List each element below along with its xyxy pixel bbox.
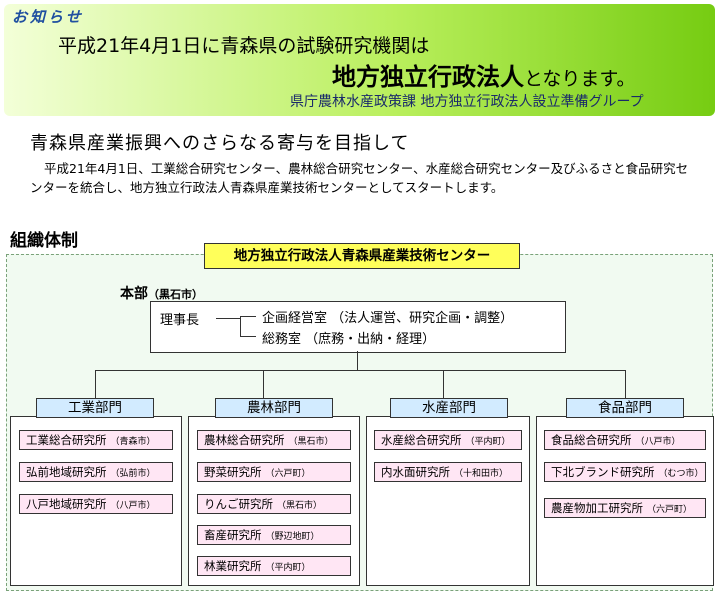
division-label-fisheries: 水産部門 (390, 398, 508, 418)
institute-item: 八戸地域研究所（八戸市） (19, 494, 173, 514)
headline-tail: となります。 (524, 68, 636, 90)
intro-paragraph: 平成21年4月1日、工業総合研究センター、農林総合研究センター、水産総合研究セン… (30, 161, 689, 195)
connector-fisheries (443, 370, 444, 398)
institute-item: 農産物加工研究所（六戸町） (544, 498, 706, 518)
hq-location: （黒石市） (148, 288, 203, 301)
headline-main: 地方独立行政法人 (332, 63, 524, 91)
division-label-food: 食品部門 (566, 398, 684, 418)
office-planning: 企画経営室 （法人運営、研究企画・調整） (262, 311, 514, 326)
hq-name: 本部 (120, 286, 148, 302)
connector-agriculture (263, 370, 264, 398)
connector-food (625, 370, 626, 398)
institute-item: 農林総合研究所（黒石市） (197, 430, 351, 450)
hq-box (150, 301, 566, 353)
section-title: 組織体制 (10, 231, 78, 251)
institute-item: 畜産研究所（野辺地町） (197, 525, 351, 545)
chairman-connector (216, 318, 240, 319)
center-name-label: 地方独立行政法人青森県産業技術センター (204, 243, 520, 269)
connector-industry (95, 370, 96, 398)
hq-down-connector (357, 351, 358, 370)
division-bus-line (95, 370, 625, 371)
institute-item: りんご研究所（黒石市） (197, 494, 351, 514)
hq-label: 本部（黒石市） (120, 283, 203, 303)
institute-item: 工業総合研究所（青森市） (19, 430, 173, 450)
notice-label: お知らせ (12, 8, 84, 26)
institute-item: 水産総合研究所（平内町） (374, 430, 522, 450)
headline-line2: 地方独立行政法人となります。 (332, 57, 636, 92)
institute-item: 食品総合研究所（八戸市） (544, 430, 706, 450)
institute-item: 弘前地域研究所（弘前市） (19, 462, 173, 482)
division-label-industry: 工業部門 (36, 398, 154, 418)
institute-item: 内水面研究所（十和田市） (374, 462, 522, 482)
institute-item: 野菜研究所（六戸町） (197, 462, 351, 482)
headline-line1: 平成21年4月1日に青森県の試験研究機関は (58, 35, 430, 57)
notice-banner (4, 4, 715, 116)
chairman-label: 理事長 (160, 313, 200, 328)
office-bracket-top (240, 316, 256, 317)
intro-subtitle: 青森県産業振興へのさらなる寄与を目指して (30, 133, 410, 154)
office-bracket-bottom (240, 336, 256, 337)
department-label: 県庁農林水産政策課 地方独立行政法人設立準備グループ (290, 94, 644, 110)
institute-item: 下北ブランド研究所（むつ市） (544, 462, 706, 482)
institute-item: 林業研究所（平内町） (197, 556, 351, 576)
division-label-agriculture: 農林部門 (215, 398, 333, 418)
office-bracket (240, 316, 241, 336)
office-general-affairs: 総務室 （庶務・出納・経理） (262, 332, 436, 347)
